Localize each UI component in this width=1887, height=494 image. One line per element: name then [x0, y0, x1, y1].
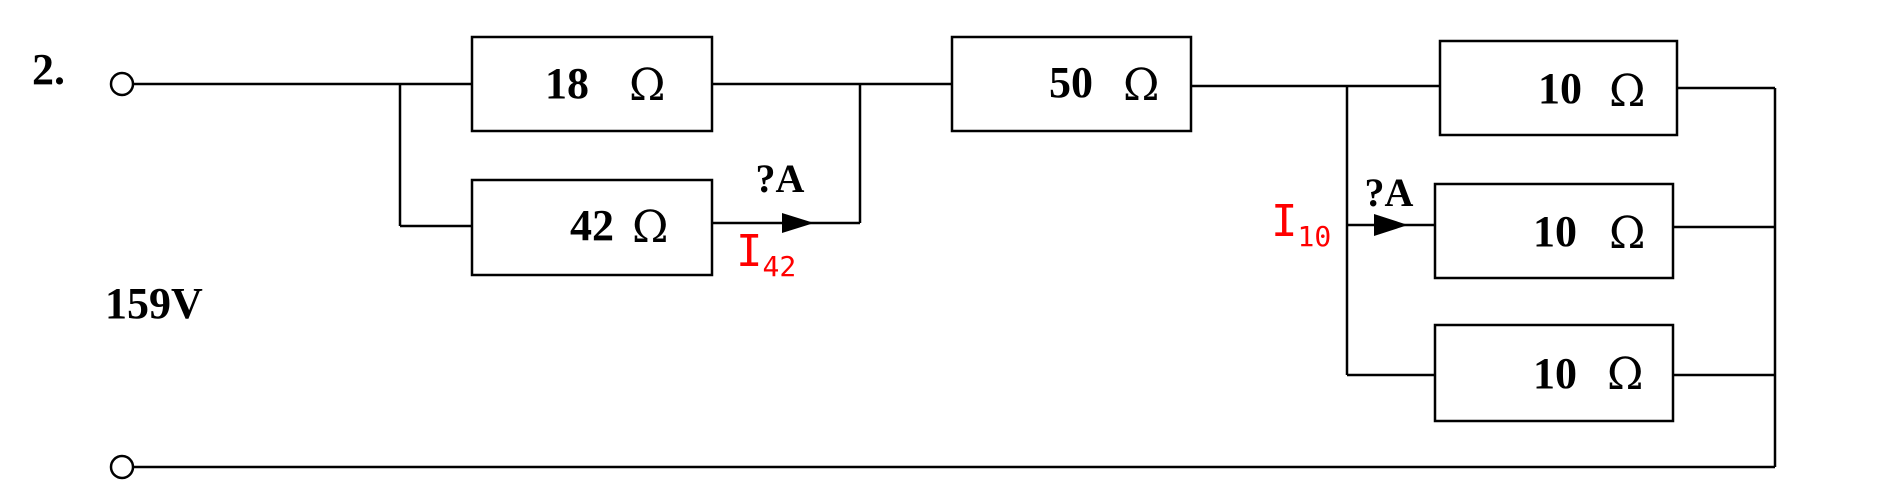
terminal-top-icon: [109, 71, 135, 97]
resistor-50-value: 50: [1049, 58, 1093, 107]
arrow-i42-icon: [782, 213, 814, 233]
wires: [133, 82, 1777, 469]
problem-number: 2.: [32, 45, 65, 94]
resistor-10-top: 10 Ω: [1438, 39, 1679, 137]
resistor-18-unit: Ω: [629, 60, 665, 111]
unknown-current-left: ?A: [756, 156, 805, 201]
resistor-42-value: 42: [570, 201, 614, 250]
resistor-42-unit: Ω: [632, 202, 668, 253]
resistor-10-middle-value: 10: [1533, 207, 1577, 256]
resistor-18-value: 18: [545, 59, 589, 108]
resistor-42: 42 Ω: [470, 178, 714, 277]
current-label-i10: I10: [1271, 196, 1331, 253]
resistor-10-bottom-unit: Ω: [1607, 349, 1643, 400]
unknown-current-right: ?A: [1365, 170, 1414, 215]
resistor-10-top-unit: Ω: [1609, 66, 1645, 117]
arrow-i10-icon: [1374, 214, 1408, 236]
terminal-bottom-icon: [109, 454, 135, 480]
resistor-10-top-value: 10: [1538, 64, 1582, 113]
resistor-50-unit: Ω: [1123, 60, 1159, 111]
resistor-10-middle: 10 Ω: [1433, 182, 1675, 280]
resistor-50: 50 Ω: [950, 35, 1193, 133]
resistor-10-middle-unit: Ω: [1609, 208, 1645, 259]
resistor-10-bottom-value: 10: [1533, 349, 1577, 398]
source-voltage: 159V: [105, 279, 203, 328]
resistor-18: 18 Ω: [470, 35, 714, 133]
current-label-i42: I42: [736, 226, 796, 283]
resistor-10-bottom: 10 Ω: [1433, 323, 1675, 423]
